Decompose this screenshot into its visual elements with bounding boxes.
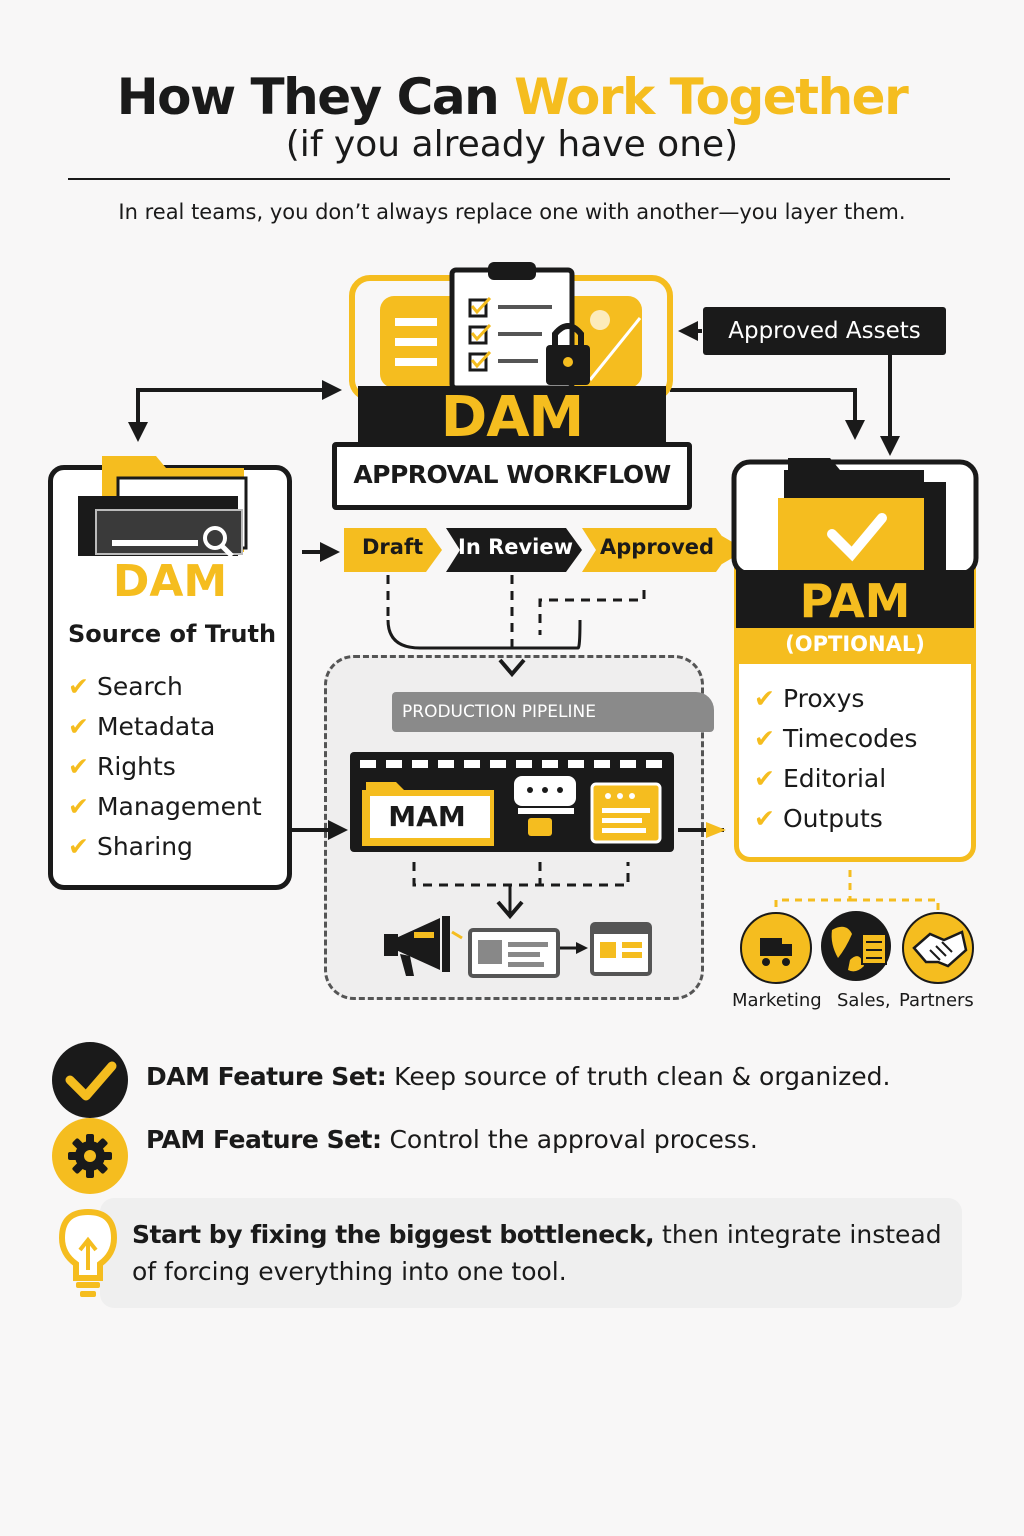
- pam-feature: ✔Outputs: [754, 804, 883, 833]
- dam-approval-box: [332, 442, 692, 510]
- pam-optional-tag: (OPTIONAL): [785, 632, 925, 656]
- title-divider: [68, 178, 950, 180]
- page-title: How They Can Work Together: [0, 68, 1024, 126]
- dam-feature: ✔Sharing: [68, 832, 193, 861]
- audience-marketing: Marketing: [732, 990, 822, 1011]
- title-plain: How They Can: [116, 68, 500, 126]
- mam-label: MAM: [388, 800, 466, 833]
- dam-feature: ✔Metadata: [68, 712, 216, 741]
- folder-search-icon: [78, 456, 248, 558]
- arrow-approval-to-pam: [670, 388, 865, 440]
- workflow-chevrons: [344, 528, 746, 572]
- gear-icon: [52, 1118, 128, 1194]
- lightbulb-icon: [58, 1208, 118, 1297]
- dam-approval-name: DAM: [440, 385, 585, 450]
- tip-text: Start by fixing the biggest bottleneck, …: [132, 1220, 942, 1286]
- clipboard-icon: [349, 262, 673, 401]
- globe-document-icon: [821, 911, 891, 981]
- merge-arrowhead: [498, 658, 526, 678]
- checkmark-icon: ✔: [754, 724, 775, 753]
- dam-feature: ✔Management: [68, 792, 262, 821]
- checkmark-icon: ✔: [754, 804, 775, 833]
- checkmark-icon: ✔: [754, 764, 775, 793]
- arrow-head-mam-pam: [706, 822, 726, 838]
- checkmark-icon: ✔: [68, 752, 89, 781]
- mam-film-strip: [350, 752, 674, 852]
- approved-assets-tag: Approved Assets: [703, 307, 946, 355]
- pam-name: PAM: [799, 574, 911, 628]
- check-icon: [52, 1042, 128, 1118]
- dam-feature: ✔Rights: [68, 752, 176, 781]
- connector-arrows: [128, 321, 900, 840]
- checkmark-icon: ✔: [68, 832, 89, 861]
- pam-folder-check-icon: [731, 458, 979, 577]
- checkmark-icon: ✔: [68, 672, 89, 701]
- stage-approved: Approved: [600, 535, 715, 559]
- dam-approval-label: APPROVAL WORKFLOW: [353, 460, 671, 489]
- marketing-icon: [740, 912, 812, 984]
- pam-band: [736, 570, 974, 630]
- browser-window-icon: [590, 922, 652, 976]
- megaphone-icon: [384, 916, 463, 976]
- tip-box: [100, 1198, 962, 1308]
- checkmark-icon: ✔: [754, 684, 775, 713]
- handshake-icon: [902, 912, 974, 984]
- pam-optional-band: [736, 628, 974, 664]
- legend-pam: PAM Feature Set: Control the approval pr…: [146, 1125, 758, 1154]
- pam-feature: ✔Editorial: [754, 764, 887, 793]
- pam-feature: ✔Proxys: [754, 684, 865, 713]
- dam-source-name: DAM: [112, 556, 228, 607]
- arrow-dam-to-approval: [136, 380, 342, 438]
- intro-text: In real teams, you don’t always replace …: [118, 200, 906, 224]
- checkmark-icon: ✔: [68, 712, 89, 741]
- pam-feature: ✔Timecodes: [754, 724, 918, 753]
- dam-top-band: [358, 386, 666, 442]
- stage-draft: Draft: [362, 535, 424, 559]
- legend-dam: DAM Feature Set: Keep source of truth cl…: [146, 1062, 891, 1091]
- checkmark-icon: ✔: [68, 792, 89, 821]
- dam-source-role: Source of Truth: [68, 620, 277, 648]
- dam-feature: ✔Search: [68, 672, 183, 701]
- audience-sales: Sales,: [837, 990, 891, 1011]
- dashed-connectors: [386, 575, 646, 887]
- media-card-icon: [468, 928, 588, 978]
- split-arrowhead: [496, 900, 524, 920]
- stage-in-review: In Review: [458, 535, 574, 559]
- production-pipeline-label: PRODUCTION PIPELINE: [392, 692, 714, 732]
- title-accent: Work Together: [514, 68, 909, 126]
- audience-partners: Partners: [899, 990, 974, 1011]
- page-subtitle: (if you already have one): [285, 124, 739, 165]
